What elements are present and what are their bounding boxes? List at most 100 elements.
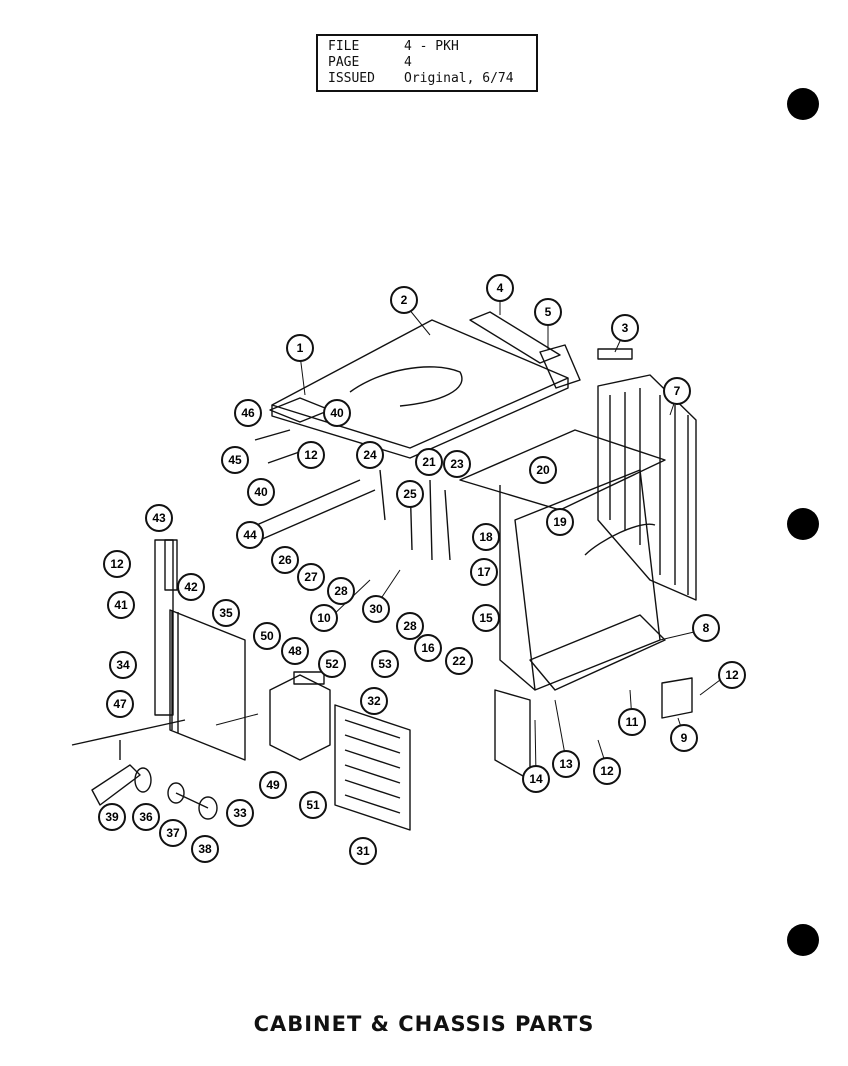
- callout-circle: [670, 724, 698, 752]
- callout-circle: [253, 622, 281, 650]
- callout-circle: [107, 591, 135, 619]
- callout-label: 15: [479, 611, 493, 625]
- callout-circle: [692, 614, 720, 642]
- cover-53: [293, 671, 325, 685]
- callout-circle: [472, 604, 500, 632]
- strip-3: [597, 348, 633, 360]
- front-grille-louvers: [344, 719, 401, 814]
- callout-circle: [271, 546, 299, 574]
- callout-circle: [297, 441, 325, 469]
- callout-23: 23: [443, 450, 471, 478]
- callout-8: 8: [692, 614, 720, 642]
- bracket-39: [91, 764, 141, 806]
- callout-label: 5: [545, 305, 552, 319]
- callout-circle: [534, 298, 562, 326]
- callout-label: 12: [304, 448, 318, 462]
- callout-label: 14: [529, 772, 543, 786]
- diagram-caption: CABINET & CHASSIS PARTS: [253, 1012, 595, 1036]
- callout-37: 37: [159, 819, 187, 847]
- callout-label: 3: [622, 321, 629, 335]
- callout-circle: [132, 803, 160, 831]
- callout-circle: [349, 837, 377, 865]
- callout-1: 1: [286, 334, 314, 362]
- callout-40: 40: [247, 478, 275, 506]
- callout-label: 28: [334, 584, 348, 598]
- callout-16: 16: [414, 634, 442, 662]
- callout-circle: [310, 604, 338, 632]
- callout-circle: [362, 595, 390, 623]
- callout-circle: [281, 637, 309, 665]
- callout-circle: [226, 799, 254, 827]
- callout-circle: [286, 334, 314, 362]
- callout-circle: [221, 446, 249, 474]
- callout-43: 43: [145, 504, 173, 532]
- callout-circle: [371, 650, 399, 678]
- callout-circle: [472, 523, 500, 551]
- part-37: [167, 782, 185, 804]
- callout-27: 27: [297, 563, 325, 591]
- callout-12: 12: [297, 441, 325, 469]
- callout-label: 47: [113, 697, 127, 711]
- callout-circle: [177, 573, 205, 601]
- top-cover-recess: [349, 366, 463, 407]
- callout-circle: [396, 612, 424, 640]
- callout-14: 14: [522, 765, 550, 793]
- callout-label: 22: [452, 654, 466, 668]
- callout-30: 30: [362, 595, 390, 623]
- callout-39: 39: [98, 803, 126, 831]
- callout-label: 40: [254, 485, 268, 499]
- callout-52: 52: [318, 650, 346, 678]
- callout-label: 13: [559, 757, 573, 771]
- callout-17: 17: [470, 558, 498, 586]
- callout-2: 2: [390, 286, 418, 314]
- callout-label: 44: [243, 528, 257, 542]
- callout-label: 32: [367, 694, 381, 708]
- callout-53: 53: [371, 650, 399, 678]
- callout-45: 45: [221, 446, 249, 474]
- callout-47: 47: [106, 690, 134, 718]
- bracket-43: [164, 539, 178, 591]
- callout-26: 26: [271, 546, 299, 574]
- callout-label: 53: [378, 657, 392, 671]
- callout-circle: [234, 399, 262, 427]
- callout-label: 36: [139, 810, 153, 824]
- callout-42: 42: [177, 573, 205, 601]
- leader-lines: [215, 290, 721, 776]
- callout-circle: [611, 314, 639, 342]
- callout-circle: [318, 650, 346, 678]
- callout-label: 25: [403, 487, 417, 501]
- callout-33: 33: [226, 799, 254, 827]
- callout-label: 8: [703, 621, 710, 635]
- callout-label: 33: [233, 806, 247, 820]
- file-label: FILE: [328, 39, 360, 54]
- callout-label: 12: [110, 557, 124, 571]
- callout-circle: [297, 563, 325, 591]
- callout-circle: [259, 771, 287, 799]
- callout-20: 20: [529, 456, 557, 484]
- coil-outline: [584, 523, 656, 556]
- side-panel-edge: [171, 610, 179, 733]
- chassis-brackets: [379, 469, 451, 561]
- gasket-4: [469, 311, 561, 364]
- callout-circle: [356, 441, 384, 469]
- callout-circle: [552, 750, 580, 778]
- callout-circle: [103, 550, 131, 578]
- callout-circle: [109, 651, 137, 679]
- side-rail-41: [154, 539, 174, 716]
- callout-circle: [247, 478, 275, 506]
- callout-28: 28: [396, 612, 424, 640]
- callout-12: 12: [103, 550, 131, 578]
- callout-circle: [443, 450, 471, 478]
- callout-46: 46: [234, 399, 262, 427]
- callout-label: 24: [363, 448, 377, 462]
- rear-grille-panel: [597, 374, 697, 601]
- callout-4: 4: [486, 274, 514, 302]
- callout-label: 20: [536, 463, 550, 477]
- rear-grille-slats: [609, 388, 689, 595]
- callout-label: 49: [266, 778, 280, 792]
- callout-circle: [236, 521, 264, 549]
- callout-circle: [486, 274, 514, 302]
- callout-40: 40: [323, 399, 351, 427]
